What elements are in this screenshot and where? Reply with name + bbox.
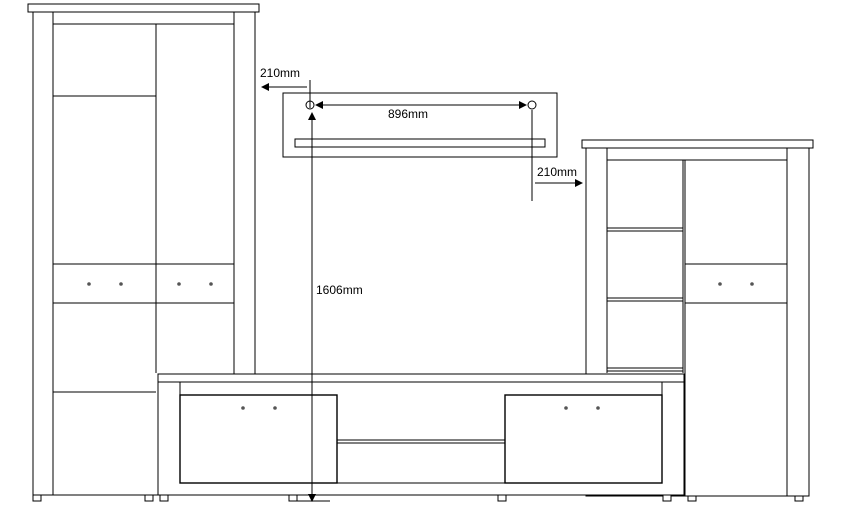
wall-shelf — [282, 92, 558, 158]
dimension-left-gap: 210mm — [260, 66, 311, 108]
hole-spacing-label: 896mm — [388, 107, 428, 121]
height-label: 1606mm — [316, 283, 363, 297]
dimension-right-gap: 210mm — [531, 110, 583, 201]
tv-bench — [157, 373, 685, 502]
dimension-height: 1606mm — [292, 112, 363, 502]
right-gap-label: 210mm — [537, 165, 577, 179]
left-gap-label: 210mm — [260, 66, 300, 80]
dimension-hole-spacing: 896mm — [315, 101, 527, 121]
